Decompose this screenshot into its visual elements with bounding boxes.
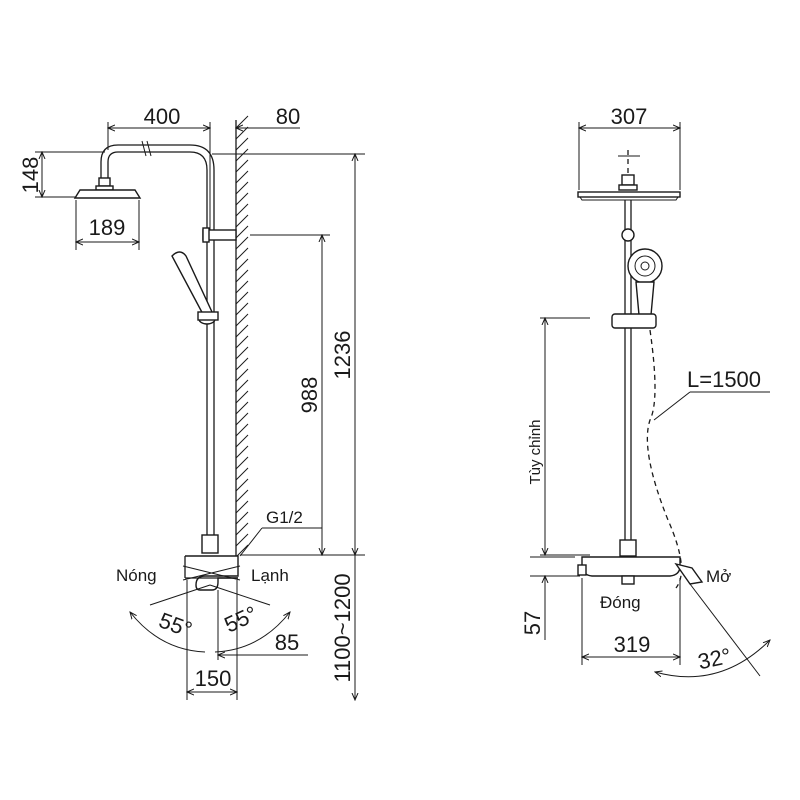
dim-valve-height: [530, 556, 580, 640]
angle-arcs: [130, 584, 290, 653]
dim-wall-offset: 80: [276, 104, 300, 129]
wall-hatch-line: [235, 236, 249, 250]
wall-hatch-line: [235, 126, 249, 140]
wall-hatch-line: [235, 423, 249, 437]
rain-shower-head-front: [577, 174, 681, 201]
wall-hatch-line: [235, 170, 249, 184]
wall-hatch-line: [235, 269, 249, 283]
dim-angle-right: 55°: [220, 601, 261, 638]
dim-head-diameter: [76, 200, 139, 250]
wall-hatch-line: [235, 115, 249, 129]
shower-column: [100, 140, 215, 535]
wall-hatch-line: [235, 192, 249, 206]
wall-hatch-line: [235, 203, 249, 217]
dim-valve-height-value: 57: [520, 611, 545, 635]
column-front: [621, 200, 635, 540]
dim-shelf-width-value: 319: [614, 632, 651, 657]
wall-hatch-line: [235, 313, 249, 327]
wall-hatch-line: [235, 544, 249, 558]
wall-hatch-line: [235, 522, 249, 536]
wall-hatch-line: [235, 291, 249, 305]
wall-hatch-line: [235, 379, 249, 393]
dim-valve-depth: 85: [275, 630, 299, 655]
wall-hatch-line: [235, 445, 249, 459]
dim-head-width: [579, 122, 680, 190]
wall-hatch-line: [235, 225, 249, 239]
dim-bottom-side: [187, 580, 308, 700]
hand-shower-side: [171, 251, 219, 325]
wall-hatch-line: [235, 467, 249, 481]
wall-hatch-line: [235, 533, 249, 547]
wall-hatch-line: [235, 302, 249, 316]
dim-arm-length: 400: [144, 104, 181, 129]
angle-arc-handle: [655, 640, 770, 678]
wall-hatch-line: [235, 137, 249, 151]
label-cold: Lạnh: [251, 566, 289, 585]
dim-angle-left: 55°: [156, 608, 196, 643]
dim-head-height: [35, 152, 105, 197]
wall: [235, 115, 249, 560]
label-pipe-thread: G1/2: [266, 508, 303, 527]
dim-top-side: [108, 122, 300, 230]
dim-install-height: 1100~1200: [330, 573, 355, 682]
rain-shower-head-side: [73, 177, 142, 199]
wall-hatch-line: [235, 247, 249, 261]
wall-hatch-line: [235, 214, 249, 228]
label-adjustable: Tùy chỉnh: [527, 419, 544, 484]
wall-hatch-line: [235, 357, 249, 371]
wall-hatch-line: [235, 401, 249, 415]
wall-hatch-line: [235, 511, 249, 525]
wall-hatch-line: [235, 489, 249, 503]
hand-shower-front: [611, 248, 663, 329]
wall-hatch-line: [235, 478, 249, 492]
dim-head-width-value: 307: [611, 104, 648, 129]
wall-hatch-line: [235, 280, 249, 294]
dim-total-height: 1236: [330, 331, 355, 380]
mixer-valve-side: [182, 534, 241, 591]
wall-hatch-line: [235, 335, 249, 349]
wall-hatch-line: [235, 434, 249, 448]
label-hot: Nóng: [116, 566, 157, 585]
label-open: Mở: [706, 567, 731, 586]
wall-hatch-line: [235, 500, 249, 514]
dim-inlet-spacing: 150: [195, 666, 232, 691]
dim-head-height-value: 148: [18, 157, 43, 194]
wall-hatch-line: [235, 368, 249, 382]
dim-hose-length: L=1500: [687, 367, 761, 392]
wall-hatch-line: [235, 456, 249, 470]
wall-hatch-line: [235, 390, 249, 404]
wall-hatch-line: [235, 346, 249, 360]
wall-bracket: [202, 227, 237, 243]
dim-vertical-side: [212, 154, 365, 700]
side-view: 400 80 148 189 988 1236 1100~1200: [18, 104, 365, 700]
hose: [646, 329, 682, 589]
wall-hatch-line: [235, 258, 249, 272]
wall-hatch-line: [235, 324, 249, 338]
wall-hatch-line: [235, 148, 249, 162]
dim-adjustable: [540, 318, 590, 555]
dim-bar-height: 988: [297, 377, 322, 414]
dim-head-diameter-value: 189: [89, 215, 126, 240]
mixer-shelf-front: [577, 539, 761, 677]
wall-hatch-line: [235, 159, 249, 173]
label-close: Đóng: [600, 593, 641, 612]
dim-handle-angle: 32°: [696, 643, 734, 674]
front-view: 307 L=1500: [520, 104, 770, 678]
wall-hatch-line: [235, 412, 249, 426]
wall-hatch-line: [235, 181, 249, 195]
